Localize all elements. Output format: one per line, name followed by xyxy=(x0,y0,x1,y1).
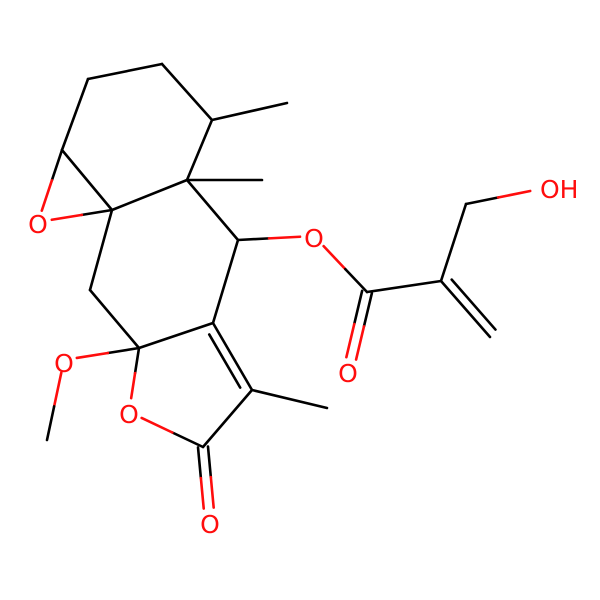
bond-c5-oes-c xyxy=(236,237,271,242)
bond-ome-me-o xyxy=(52,371,63,408)
lactone-ring-oxygen-label: O xyxy=(119,400,139,429)
bond-ch2-oh-c xyxy=(464,196,500,206)
bond-ces-cv xyxy=(365,279,443,294)
bond-c5-c6 xyxy=(211,238,240,325)
bond-c10-olac-o xyxy=(140,416,174,434)
bond-c10-oco-a-c xyxy=(206,445,213,479)
bond-cv-ch2-double xyxy=(450,278,497,331)
bond-c4-c4a xyxy=(110,178,189,212)
bond-ces-oco2-b-c xyxy=(352,289,364,326)
lactone-carbonyl-oxygen-label: O xyxy=(200,510,220,539)
bond-ces-oco2-a-o xyxy=(354,325,366,361)
ester-oxygen-label: O xyxy=(304,224,324,253)
methoxy-oxygen-label: O xyxy=(54,349,74,378)
bond-c10-oco-b-c xyxy=(196,446,203,480)
epoxide-oxygen-label: O xyxy=(28,210,48,239)
bond-c4a-oep-o xyxy=(50,213,84,222)
bond-cv-ch2oh xyxy=(439,202,468,283)
bond-c6-c7 xyxy=(137,321,215,350)
ester-carbonyl-oxygen-label: O xyxy=(338,359,358,388)
bond-c1-c2 xyxy=(86,62,164,81)
bond-c7-ome-c xyxy=(106,346,141,355)
bond-cv-ch2 xyxy=(439,279,492,339)
bond-ome-me-c xyxy=(45,405,56,442)
bond-c3-c4 xyxy=(185,118,214,182)
bond-c9-c10 xyxy=(201,388,254,449)
bond-c7-c8 xyxy=(88,288,141,350)
bond-ces-oco2-a-c xyxy=(362,291,374,328)
bond-c6-c9 xyxy=(211,321,254,392)
bond-ch2-oh-o xyxy=(496,189,532,199)
bond-c10-oco-b-o xyxy=(199,476,206,510)
bond-c4a-oep-c xyxy=(80,208,114,217)
bond-c7-olac-o xyxy=(129,371,137,400)
atom-label-layer: O O O O O O OH xyxy=(28,175,578,539)
bond-c2-c3 xyxy=(160,62,214,122)
bond-c8a-c1 xyxy=(60,77,90,152)
bond-c6-c9-double xyxy=(207,333,242,389)
bond-c8a-oep-o xyxy=(40,179,54,212)
bond-layer xyxy=(40,62,532,510)
bond-c3-methyl xyxy=(210,101,289,122)
bond-c4-c5 xyxy=(185,178,240,242)
bond-c4a-c8a xyxy=(60,148,114,212)
hydroxyl-group-label: OH xyxy=(540,175,578,204)
bond-c8a-oep-c xyxy=(50,148,64,182)
bond-c8-c4a xyxy=(88,208,114,292)
bond-c7-olac-c xyxy=(133,346,141,375)
bond-oes-ces-c xyxy=(344,267,369,294)
bond-c10-oco-a-o xyxy=(209,475,215,509)
bond-oes-ces-o xyxy=(322,244,347,271)
bond-c7-ome-o xyxy=(75,351,110,360)
bond-ces-oco2-b-o xyxy=(345,322,356,359)
bond-c10-olac-c xyxy=(171,431,205,449)
bond-c9-methyl xyxy=(250,388,329,410)
bond-c5-oes-o xyxy=(267,235,302,240)
